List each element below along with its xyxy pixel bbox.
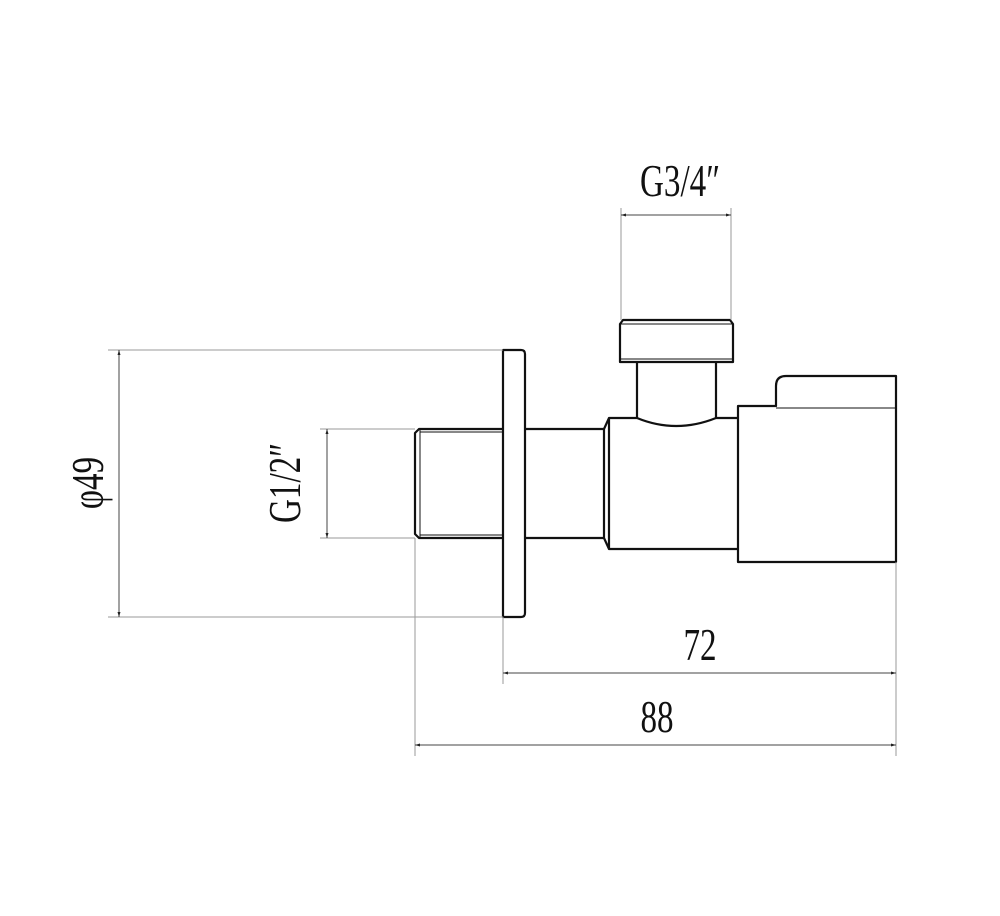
valve-body (602, 416, 738, 551)
outlet-nut (618, 318, 735, 364)
dimension-inlet-thread: G1/2″ (259, 428, 415, 539)
handle (736, 374, 898, 564)
pipe-neck (525, 427, 604, 540)
label-overall-88: 88 (640, 691, 673, 743)
label-flange-diameter: φ49 (62, 457, 114, 509)
label-outlet-thread: G3/4″ (640, 155, 720, 207)
outlet-stem (635, 362, 718, 418)
inlet-thread-part (413, 427, 503, 540)
dimension-outlet-thread: G3/4″ (620, 155, 732, 320)
dimension-overall-88: 88 (414, 538, 896, 756)
wall-flange (501, 348, 527, 619)
valve-outline (413, 318, 898, 619)
dimension-length-72: 72 (502, 562, 897, 756)
dimension-flange-diameter: φ49 (62, 349, 503, 618)
label-length-72: 72 (683, 619, 716, 671)
label-inlet-thread: G1/2″ (259, 443, 311, 523)
